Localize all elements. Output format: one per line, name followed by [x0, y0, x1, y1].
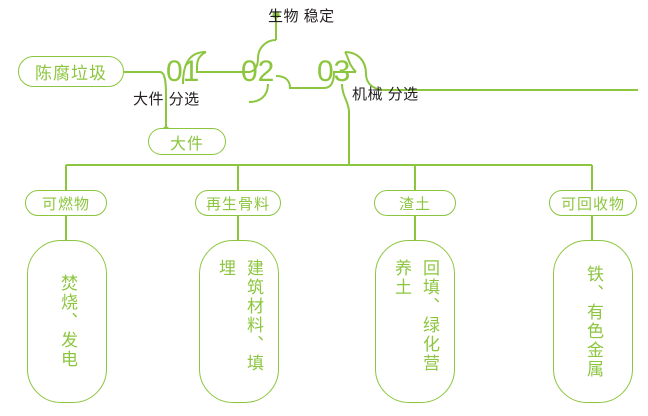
- category-pill-combustibles[interactable]: 可燃物: [25, 190, 107, 216]
- category-pill-recycled-aggregate[interactable]: 再生骨料: [195, 190, 281, 216]
- usage-text: 建筑材料、填埋: [216, 258, 264, 373]
- stage-number-02: 02: [241, 55, 275, 88]
- usage-text: 铁、有色金属: [584, 264, 604, 379]
- stage1-drop-left: [159, 71, 167, 112]
- stage2-branch-dot: [272, 11, 280, 19]
- stage2-exit-right: [275, 75, 324, 89]
- usage-text: 焚烧、发电: [58, 274, 78, 369]
- stage2-arc-left: [247, 39, 277, 73]
- source-pill[interactable]: 陈腐垃圾: [18, 56, 124, 87]
- category-label: 再生骨料: [205, 195, 270, 213]
- stage3-annotation: 机械 分选: [352, 86, 419, 103]
- stage1-arc-top: [182, 51, 207, 85]
- category-pill-recyclables[interactable]: 可回收物: [549, 190, 637, 216]
- usage-text: 回填、绿化营养土: [392, 258, 440, 373]
- usage-box-recycled-aggregate[interactable]: 建筑材料、填埋: [199, 240, 279, 403]
- category-label: 渣土: [398, 195, 431, 213]
- stage3-arc-joint: [344, 51, 357, 73]
- stage1-exit-right: [195, 51, 248, 73]
- stage3-entry: [323, 71, 356, 89]
- category-label: 可燃物: [41, 195, 90, 213]
- category-label: 可回收物: [560, 195, 625, 213]
- usage-box-combustibles[interactable]: 焚烧、发电: [27, 240, 107, 403]
- stage-number-03: 03: [317, 55, 351, 88]
- category-pill-slag-soil[interactable]: 渣土: [374, 190, 456, 216]
- bulky-output-label: 大件: [169, 135, 204, 153]
- stage3-exit-right: [365, 73, 638, 91]
- usage-box-slag-soil[interactable]: 回填、绿化营养土: [375, 240, 455, 403]
- stage2-annotation: 生物 稳定: [268, 8, 335, 25]
- stage3-drop-to-bus: [341, 83, 350, 165]
- source-pill-label: 陈腐垃圾: [35, 64, 107, 83]
- stage2-arc-bottomleft: [248, 83, 269, 103]
- stage3-arc-top: [344, 51, 367, 75]
- bulky-output-pill[interactable]: 大件: [148, 128, 226, 155]
- usage-box-recyclables[interactable]: 铁、有色金属: [553, 240, 633, 403]
- stage-number-01: 01: [166, 55, 200, 88]
- stage1-annotation: 大件 分选: [133, 91, 200, 108]
